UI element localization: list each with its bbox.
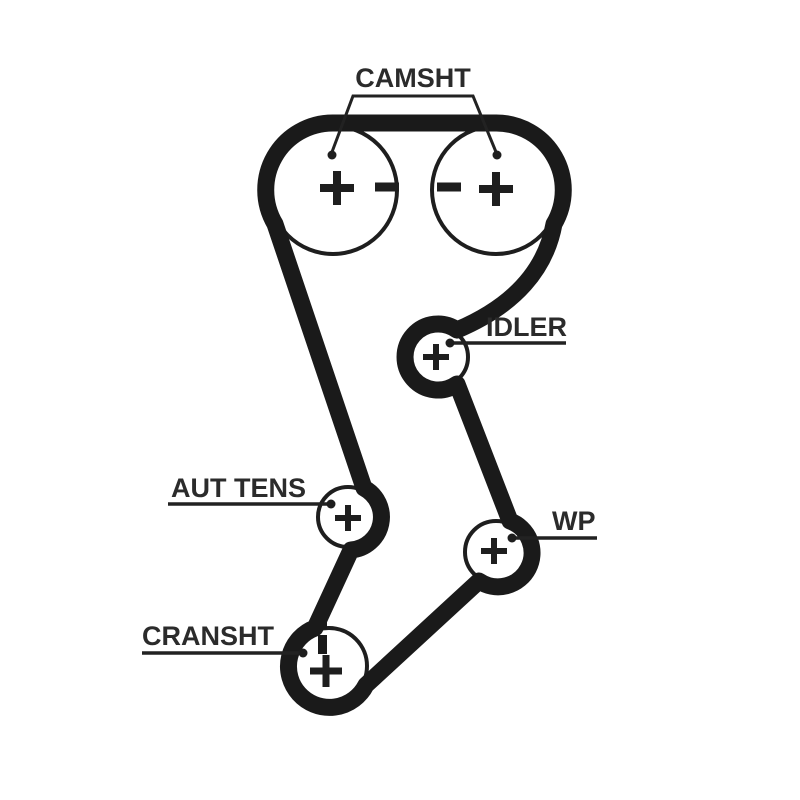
tensioner-leader-dot: [326, 499, 336, 509]
label-crankshaft: CRANSHT: [142, 621, 275, 651]
water-pump-leader-dot: [507, 533, 517, 543]
crankshaft-plus-marker: [310, 655, 342, 687]
camshaft-left-plus-marker: [320, 171, 354, 205]
label-idler: IDLER: [486, 312, 567, 342]
timing-mark-dot: [318, 620, 327, 629]
timing-mark-bar: [318, 635, 327, 654]
tensioner-plus-marker: [335, 505, 361, 531]
label-water-pump: WP: [552, 506, 596, 536]
water-pump-plus-marker: [481, 538, 507, 564]
label-tensioner: AUT TENS: [171, 473, 306, 503]
idler-plus-marker: [423, 344, 449, 370]
labels: CAMSHT IDLER AUT TENS WP CRANSHT: [142, 63, 596, 651]
crankshaft-leader-dot: [298, 648, 308, 658]
camshaft-right-leader-dot: [492, 150, 502, 160]
camshaft-bracket: [330, 94, 498, 153]
crankshaft-timing-mark: [318, 620, 327, 654]
camshaft-right-plus-marker: [479, 172, 513, 206]
leader-dots: [298, 150, 517, 658]
camshaft-left-leader-dot: [327, 150, 337, 160]
leader-lines: [142, 94, 597, 655]
label-camshaft: CAMSHT: [355, 63, 471, 93]
pulley-markers: [310, 171, 513, 687]
idler-leader-dot: [445, 338, 455, 348]
